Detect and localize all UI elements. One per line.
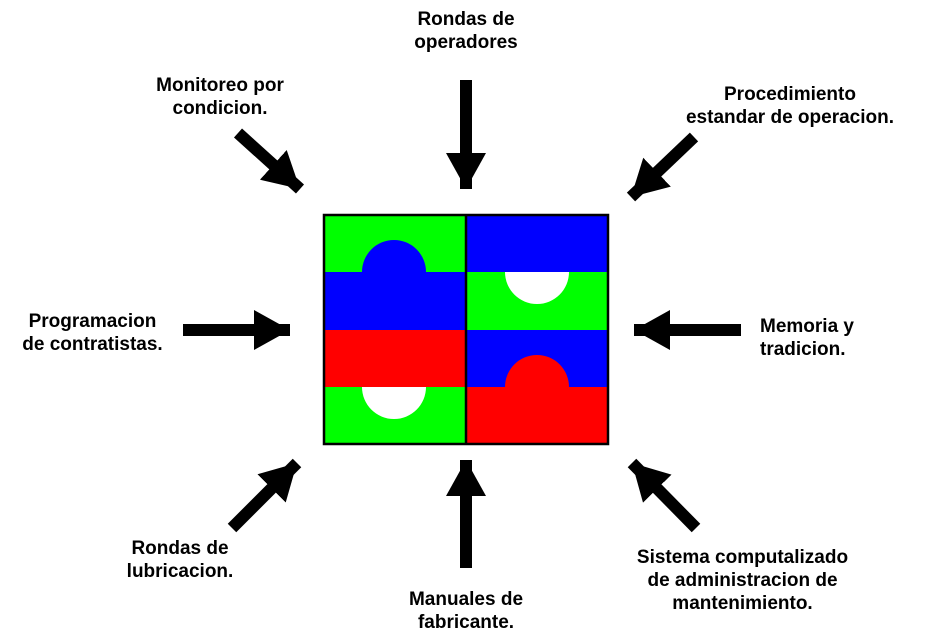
puzzle-piece-right-upper-green bbox=[466, 272, 608, 330]
arrow-up-left-icon bbox=[627, 458, 701, 533]
puzzle-piece-left-upper-blue bbox=[324, 240, 466, 330]
arrow-down-left-icon bbox=[626, 132, 699, 202]
arrow-down-right-icon bbox=[233, 128, 305, 194]
label-left-line-1: Programacion bbox=[28, 311, 157, 332]
label-right-line-1: Memoria y bbox=[760, 316, 854, 337]
puzzle-piece-right-lower-red bbox=[466, 355, 608, 444]
label-bottom-right-line-2: de administracion de bbox=[647, 570, 838, 591]
label-bottom-left: Rondas de lubricacion. bbox=[95, 537, 265, 583]
label-top-line-1: Rondas de bbox=[417, 9, 515, 30]
label-bottom-left-line-2: lubricacion. bbox=[126, 561, 234, 582]
label-bottom: Manuales de fabricante. bbox=[376, 588, 556, 634]
label-top-left-line-2: condicion. bbox=[172, 98, 268, 119]
label-top-right-line-1: Procedimiento bbox=[724, 84, 856, 105]
label-top: Rondas de operadores bbox=[366, 8, 566, 54]
label-bottom-left-line-1: Rondas de bbox=[131, 538, 229, 559]
label-bottom-line-2: fabricante. bbox=[417, 612, 515, 633]
puzzle-piece-bottom-left-red bbox=[324, 330, 466, 387]
label-bottom-right-line-1: Sistema computalizado bbox=[636, 547, 849, 568]
label-top-line-2: operadores bbox=[414, 32, 518, 53]
label-bottom-right: Sistema computalizado de administracion … bbox=[605, 546, 880, 615]
label-left-line-2: de contratistas. bbox=[22, 334, 163, 355]
label-top-left: Monitoreo por condicion. bbox=[120, 74, 320, 120]
label-right: Memoria y tradicion. bbox=[760, 315, 930, 361]
arrow-up-right-icon bbox=[227, 458, 302, 533]
label-right-line-2: tradicion. bbox=[760, 339, 846, 360]
puzzle-piece-top-right-blue bbox=[466, 215, 608, 272]
label-top-right-line-2: estandar de operacion. bbox=[685, 107, 894, 128]
label-left: Programacion de contratistas. bbox=[0, 310, 185, 356]
puzzle-piece-left-lower-green bbox=[324, 387, 466, 444]
label-bottom-right-line-3: mantenimiento. bbox=[672, 593, 813, 614]
label-bottom-line-1: Manuales de bbox=[408, 589, 524, 610]
puzzle-block bbox=[322, 213, 610, 446]
arrows bbox=[183, 80, 741, 568]
label-top-right: Procedimiento estandar de operacion. bbox=[660, 83, 920, 129]
label-top-left-line-1: Monitoreo por bbox=[156, 75, 284, 96]
